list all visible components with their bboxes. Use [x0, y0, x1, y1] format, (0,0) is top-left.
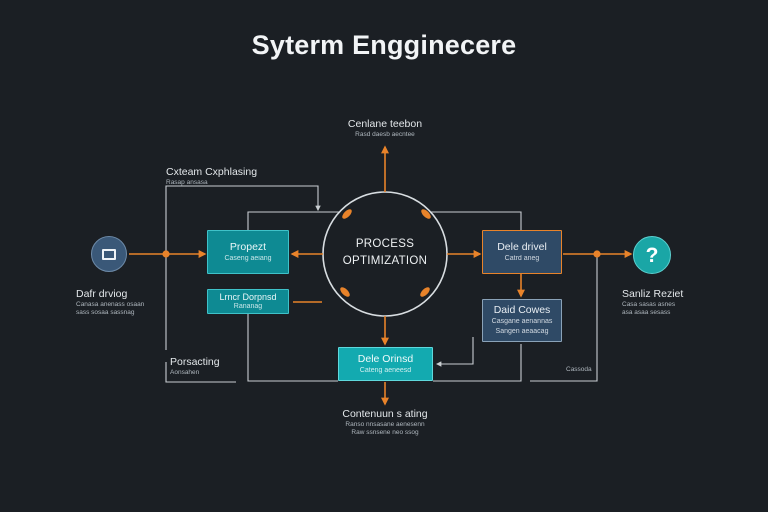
upper-left-label-title: Cxteam Cxphlasing [166, 166, 258, 178]
bottom-label-sub2: Raw ssnsene neo ssog [351, 429, 419, 436]
right-label-sub2: asa asaa sesass [622, 309, 671, 316]
lower-left-box[interactable]: Lrncr Dorpnsd Rananag [207, 289, 289, 314]
process-label-line2: OPTIMIZATION [342, 255, 428, 267]
monitor-icon [102, 248, 116, 260]
left-label: Dafr drviog Canasa anenass osaan sass so… [76, 288, 144, 317]
top-label-title: Cenlane teebon [347, 118, 423, 130]
top-label: Cenlane teebon Rasd daesb aecntee [330, 118, 440, 139]
data-orinsd-sub: Cateng aeneesd [359, 366, 412, 374]
upper-left-label: Cxteam Cxphlasing Rasap ansasa [166, 166, 257, 187]
help-node[interactable]: ? [633, 236, 671, 274]
right-label-sub1: Casa sasas asnes [622, 301, 676, 308]
lower-left-title: Lrncr Dorpnsd [219, 291, 277, 302]
data-orinsd-box[interactable]: Dele Orinsd Cateng aeneesd [338, 347, 433, 381]
junction-dot [593, 250, 601, 258]
upper-left-label-sub: Rasap ansasa [166, 179, 208, 186]
process-label-line1: PROCESS [355, 238, 415, 250]
left-label-sub1: Canasa anenass osaan [76, 301, 145, 308]
frame-line-right [530, 256, 598, 382]
data-cowes-sub1: Casgane aenannas [491, 318, 553, 325]
ring-marker [420, 287, 430, 297]
ring-marker [340, 287, 350, 297]
help-icon: ? [645, 243, 659, 267]
top-label-sub: Rasd daesb aecntee [355, 131, 415, 138]
propest-title: Propezt [229, 240, 267, 253]
data-drivel-sub: Catrd aneg [504, 254, 540, 262]
bottom-label-title: Contenuun s ating [342, 408, 428, 420]
left-label-title: Dafr drviog [76, 288, 128, 300]
page-title: Syterm Engginecere [251, 30, 517, 60]
ring-marker [342, 209, 352, 219]
ring-marker [421, 209, 431, 219]
junction-dot [162, 250, 170, 258]
frame-line-inner-left [247, 211, 340, 238]
bottom-label-sub1: Ranso nnsasane aenesenn [345, 421, 425, 428]
frame-line-return [435, 337, 474, 367]
left-label-sub2: sass sosaa sassnag [76, 309, 135, 316]
frame-line-upper-left [165, 185, 321, 350]
monitor-node[interactable] [91, 236, 127, 272]
data-cowes-box[interactable]: Daid Cowes Casgane aenannas Sangen aeaac… [482, 299, 562, 342]
right-label: Sanliz Reziet Casa sasas asnes asa asaa … [622, 288, 683, 317]
frame-line-inner-right-top [430, 211, 522, 230]
lower-left-sub: Rananag [233, 302, 263, 310]
lower-left-label-title: Porsacting [170, 356, 220, 368]
bottom-label: Contenuun s ating Ranso nnsasane aenesen… [325, 408, 445, 437]
propest-box[interactable]: Propezt Caseng aeiang [207, 230, 289, 274]
frame-line-lower-left [165, 362, 236, 383]
data-cowes-sub2: Sangen aeaacag [495, 328, 549, 335]
propest-sub: Caseng aeiang [224, 254, 272, 262]
lower-left-label-sub: Aonsahen [170, 369, 200, 376]
data-drivel-box[interactable]: Dele drivel Catrd aneg [482, 230, 562, 274]
right-bottom-label: Cassoda [566, 366, 592, 374]
data-drivel-title: Dele drivel [497, 240, 547, 253]
right-label-title: Sanliz Reziet [622, 288, 684, 300]
frame-line-inner-bottom [247, 292, 338, 382]
process-ring-label: PROCESS OPTIMIZATION [320, 236, 450, 270]
data-cowes-title: Daid Cowes [493, 304, 551, 316]
data-orinsd-title: Dele Orinsd [357, 352, 414, 365]
frame-line-inner-right-bottom [433, 344, 522, 382]
right-bottom-label-text: Cassoda [566, 366, 592, 373]
lower-left-label: Porsacting Aonsahen [170, 356, 220, 377]
